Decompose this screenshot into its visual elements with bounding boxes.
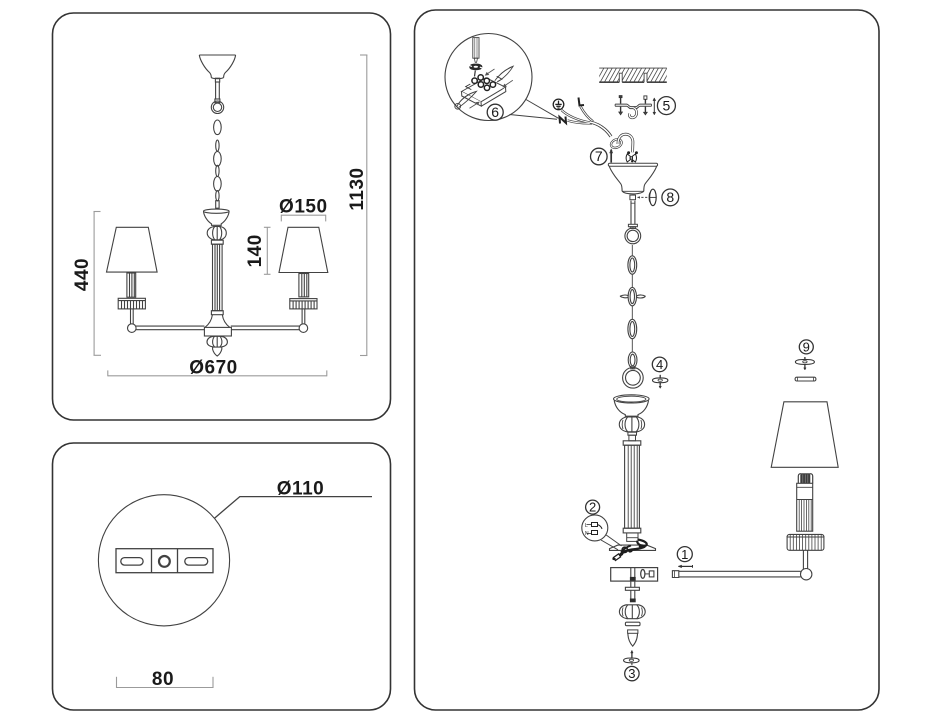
svg-text:Ø110: Ø110 bbox=[277, 479, 324, 500]
svg-text:140: 140 bbox=[245, 234, 266, 267]
svg-text:1130: 1130 bbox=[347, 167, 368, 210]
svg-text:7: 7 bbox=[595, 148, 603, 164]
svg-text:4: 4 bbox=[656, 357, 663, 372]
svg-text:80: 80 bbox=[152, 669, 174, 690]
svg-text:440: 440 bbox=[72, 258, 93, 291]
svg-text:8: 8 bbox=[666, 189, 674, 205]
svg-text:3: 3 bbox=[628, 666, 635, 681]
svg-text:Ø150: Ø150 bbox=[279, 197, 327, 218]
svg-text:N: N bbox=[585, 531, 589, 537]
svg-text:Ø670: Ø670 bbox=[189, 358, 237, 379]
svg-text:6: 6 bbox=[491, 104, 499, 120]
svg-text:9: 9 bbox=[803, 339, 810, 354]
svg-text:1: 1 bbox=[681, 547, 688, 562]
svg-text:2: 2 bbox=[589, 500, 596, 515]
svg-text:L: L bbox=[585, 523, 588, 529]
svg-text:5: 5 bbox=[663, 97, 671, 113]
